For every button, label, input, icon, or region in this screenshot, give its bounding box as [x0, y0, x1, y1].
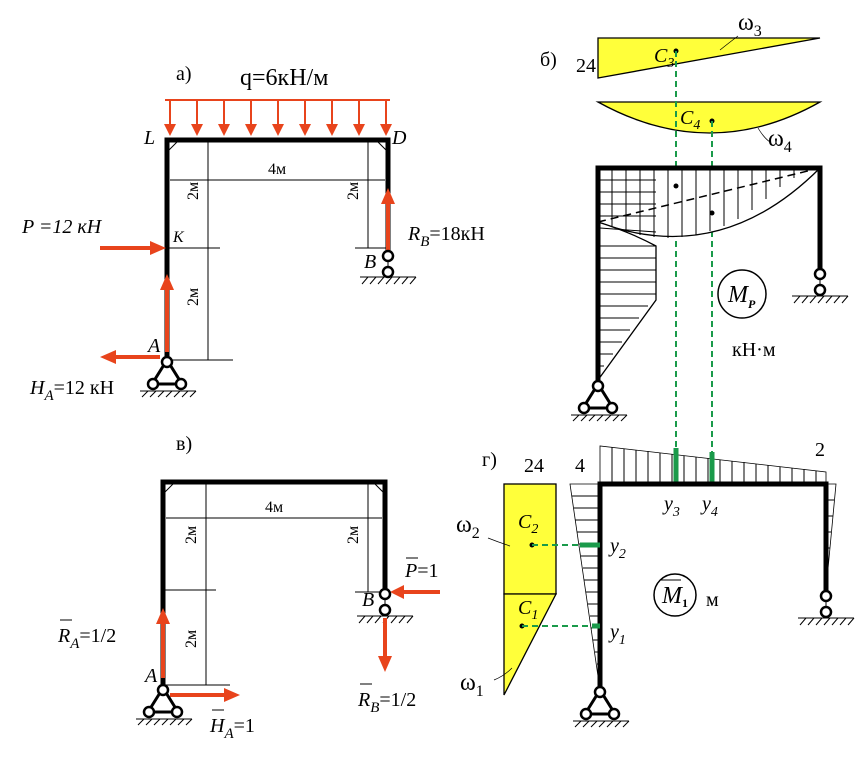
load-arrows — [164, 100, 392, 136]
force-P-label: P =12 кН — [21, 216, 103, 238]
panel-v-label: в) — [176, 433, 192, 455]
height-upper-left-v: 2м — [183, 526, 200, 544]
omega2-label: ω2 — [456, 512, 480, 542]
y3-label: y3 — [662, 493, 680, 520]
span-label: 4м — [268, 161, 286, 178]
distributed-load: q=6кН/м — [164, 65, 392, 136]
roller-support-v — [357, 587, 414, 624]
reaction-RB-label: RB=18кН — [407, 223, 485, 250]
centroid-C4: C4 — [680, 107, 700, 133]
area-omega2 — [503, 483, 557, 595]
pin-support-g — [573, 685, 630, 728]
roller-support-g — [798, 589, 855, 626]
frame-g — [597, 481, 829, 693]
frame-b — [595, 165, 823, 388]
pin-support-b — [571, 379, 628, 422]
height-upper-left: 2м — [185, 182, 202, 200]
panel-a: а) q=6кН/м L D K — [21, 63, 485, 404]
span-label-v: 4м — [265, 499, 283, 516]
omega1-label: ω1 — [460, 670, 484, 700]
frame-v — [160, 479, 388, 688]
reaction-RB-label-v: RB=1/2 — [357, 689, 416, 716]
centroid-C2: C2 — [518, 511, 538, 537]
reaction-HA-label: HA=12 кН — [29, 377, 114, 404]
unit-force-label: P=1 — [404, 560, 439, 582]
area-omega1 — [503, 593, 558, 696]
moment-label-MP: MP — [727, 282, 756, 311]
node-A-v: A — [143, 665, 158, 687]
panel-g: г) — [456, 439, 855, 728]
value-2-g: 2 — [815, 439, 825, 461]
units-M1: м — [706, 589, 719, 611]
node-B-label: B — [364, 251, 376, 273]
value-24-b: 24 — [576, 55, 596, 77]
omega4-label: ω4 — [768, 126, 792, 156]
pin-support-v — [136, 683, 193, 726]
node-B-v: B — [362, 589, 374, 611]
panel-b-label: б) — [540, 49, 557, 71]
moment-label-circle-MP — [717, 269, 767, 319]
reaction-RA-label-v: RA=1/2 — [57, 625, 116, 652]
y4-label: y4 — [700, 493, 718, 520]
panel-v: в) 4м 2м 2м 2м P=1 B RB=1/2 — [57, 433, 440, 742]
area-omega4 — [597, 101, 823, 134]
height-lower-left: 2м — [185, 288, 202, 306]
frame-a-corners — [166, 139, 389, 153]
panel-b: б) 24 C3 ω3 C4 ω4 — [540, 10, 849, 460]
node-K: K — [172, 229, 185, 246]
panel-g-label: г) — [482, 449, 497, 471]
pin-support-A — [140, 355, 197, 398]
load-q-label: q=6кН/м — [240, 65, 328, 91]
node-A-label: A — [146, 335, 161, 357]
units-MP: кН·м — [732, 339, 776, 361]
value-24-g: 24 — [524, 455, 544, 477]
height-right-v: 2м — [345, 526, 362, 544]
reaction-HA-label-v: HA=1 — [209, 715, 255, 742]
centroid-C3: C3 — [654, 45, 674, 71]
omega3-label: ω3 — [738, 10, 762, 40]
moment-label-circle-M1 — [653, 573, 697, 617]
centroid-C1: C1 — [518, 597, 538, 623]
y1-label: y1 — [608, 621, 626, 648]
height-lower-left-v: 2м — [183, 630, 200, 648]
roller-support-b — [792, 267, 849, 304]
node-D: D — [391, 127, 407, 149]
y2-label: y2 — [608, 535, 626, 562]
node-L: L — [143, 127, 155, 149]
moment-diagram-MP — [597, 167, 822, 383]
area-omega3 — [597, 37, 821, 79]
moment-label-M1: M1 — [661, 583, 688, 610]
height-right: 2м — [345, 182, 362, 200]
panel-a-label: а) — [176, 63, 192, 85]
value-4-g: 4 — [575, 455, 585, 477]
roller-support-B — [360, 249, 417, 285]
